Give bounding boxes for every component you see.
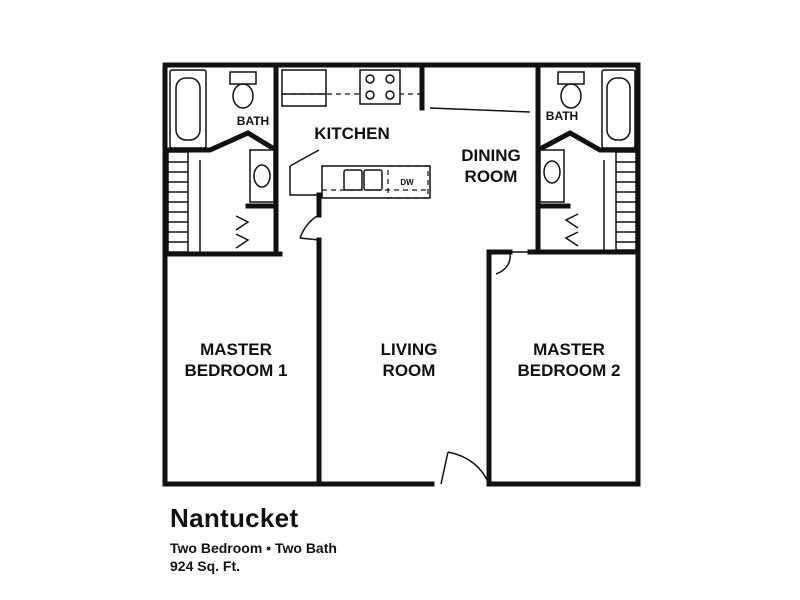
- exterior-walls: [162, 62, 641, 487]
- label-kitchen: KITCHEN: [314, 124, 390, 143]
- label-dining-line2: ROOM: [465, 167, 518, 186]
- entry-door: [440, 451, 490, 485]
- label-bath-right: BATH: [546, 109, 578, 123]
- bath-right-fixtures: [539, 69, 637, 251]
- label-master1-line2: BEDROOM 1: [185, 361, 288, 380]
- bath-left-fixtures: [167, 69, 275, 253]
- interior-walls: [162, 62, 641, 487]
- label-master2-line2: BEDROOM 2: [518, 361, 621, 380]
- label-living-line1: LIVING: [381, 340, 438, 359]
- label-master1-line1: MASTER: [200, 340, 272, 359]
- label-bath-left: BATH: [237, 114, 269, 128]
- label-dishwasher: DW: [400, 178, 414, 187]
- plan-type: Two Bedroom • Two Bath: [170, 540, 337, 556]
- kitchen-fixtures: [281, 69, 531, 275]
- label-master2-line1: MASTER: [533, 340, 605, 359]
- plan-name: Nantucket: [170, 503, 299, 533]
- label-dining-line1: DINING: [461, 146, 521, 165]
- plan-size: 924 Sq. Ft.: [170, 558, 241, 574]
- label-living-line2: ROOM: [383, 361, 436, 380]
